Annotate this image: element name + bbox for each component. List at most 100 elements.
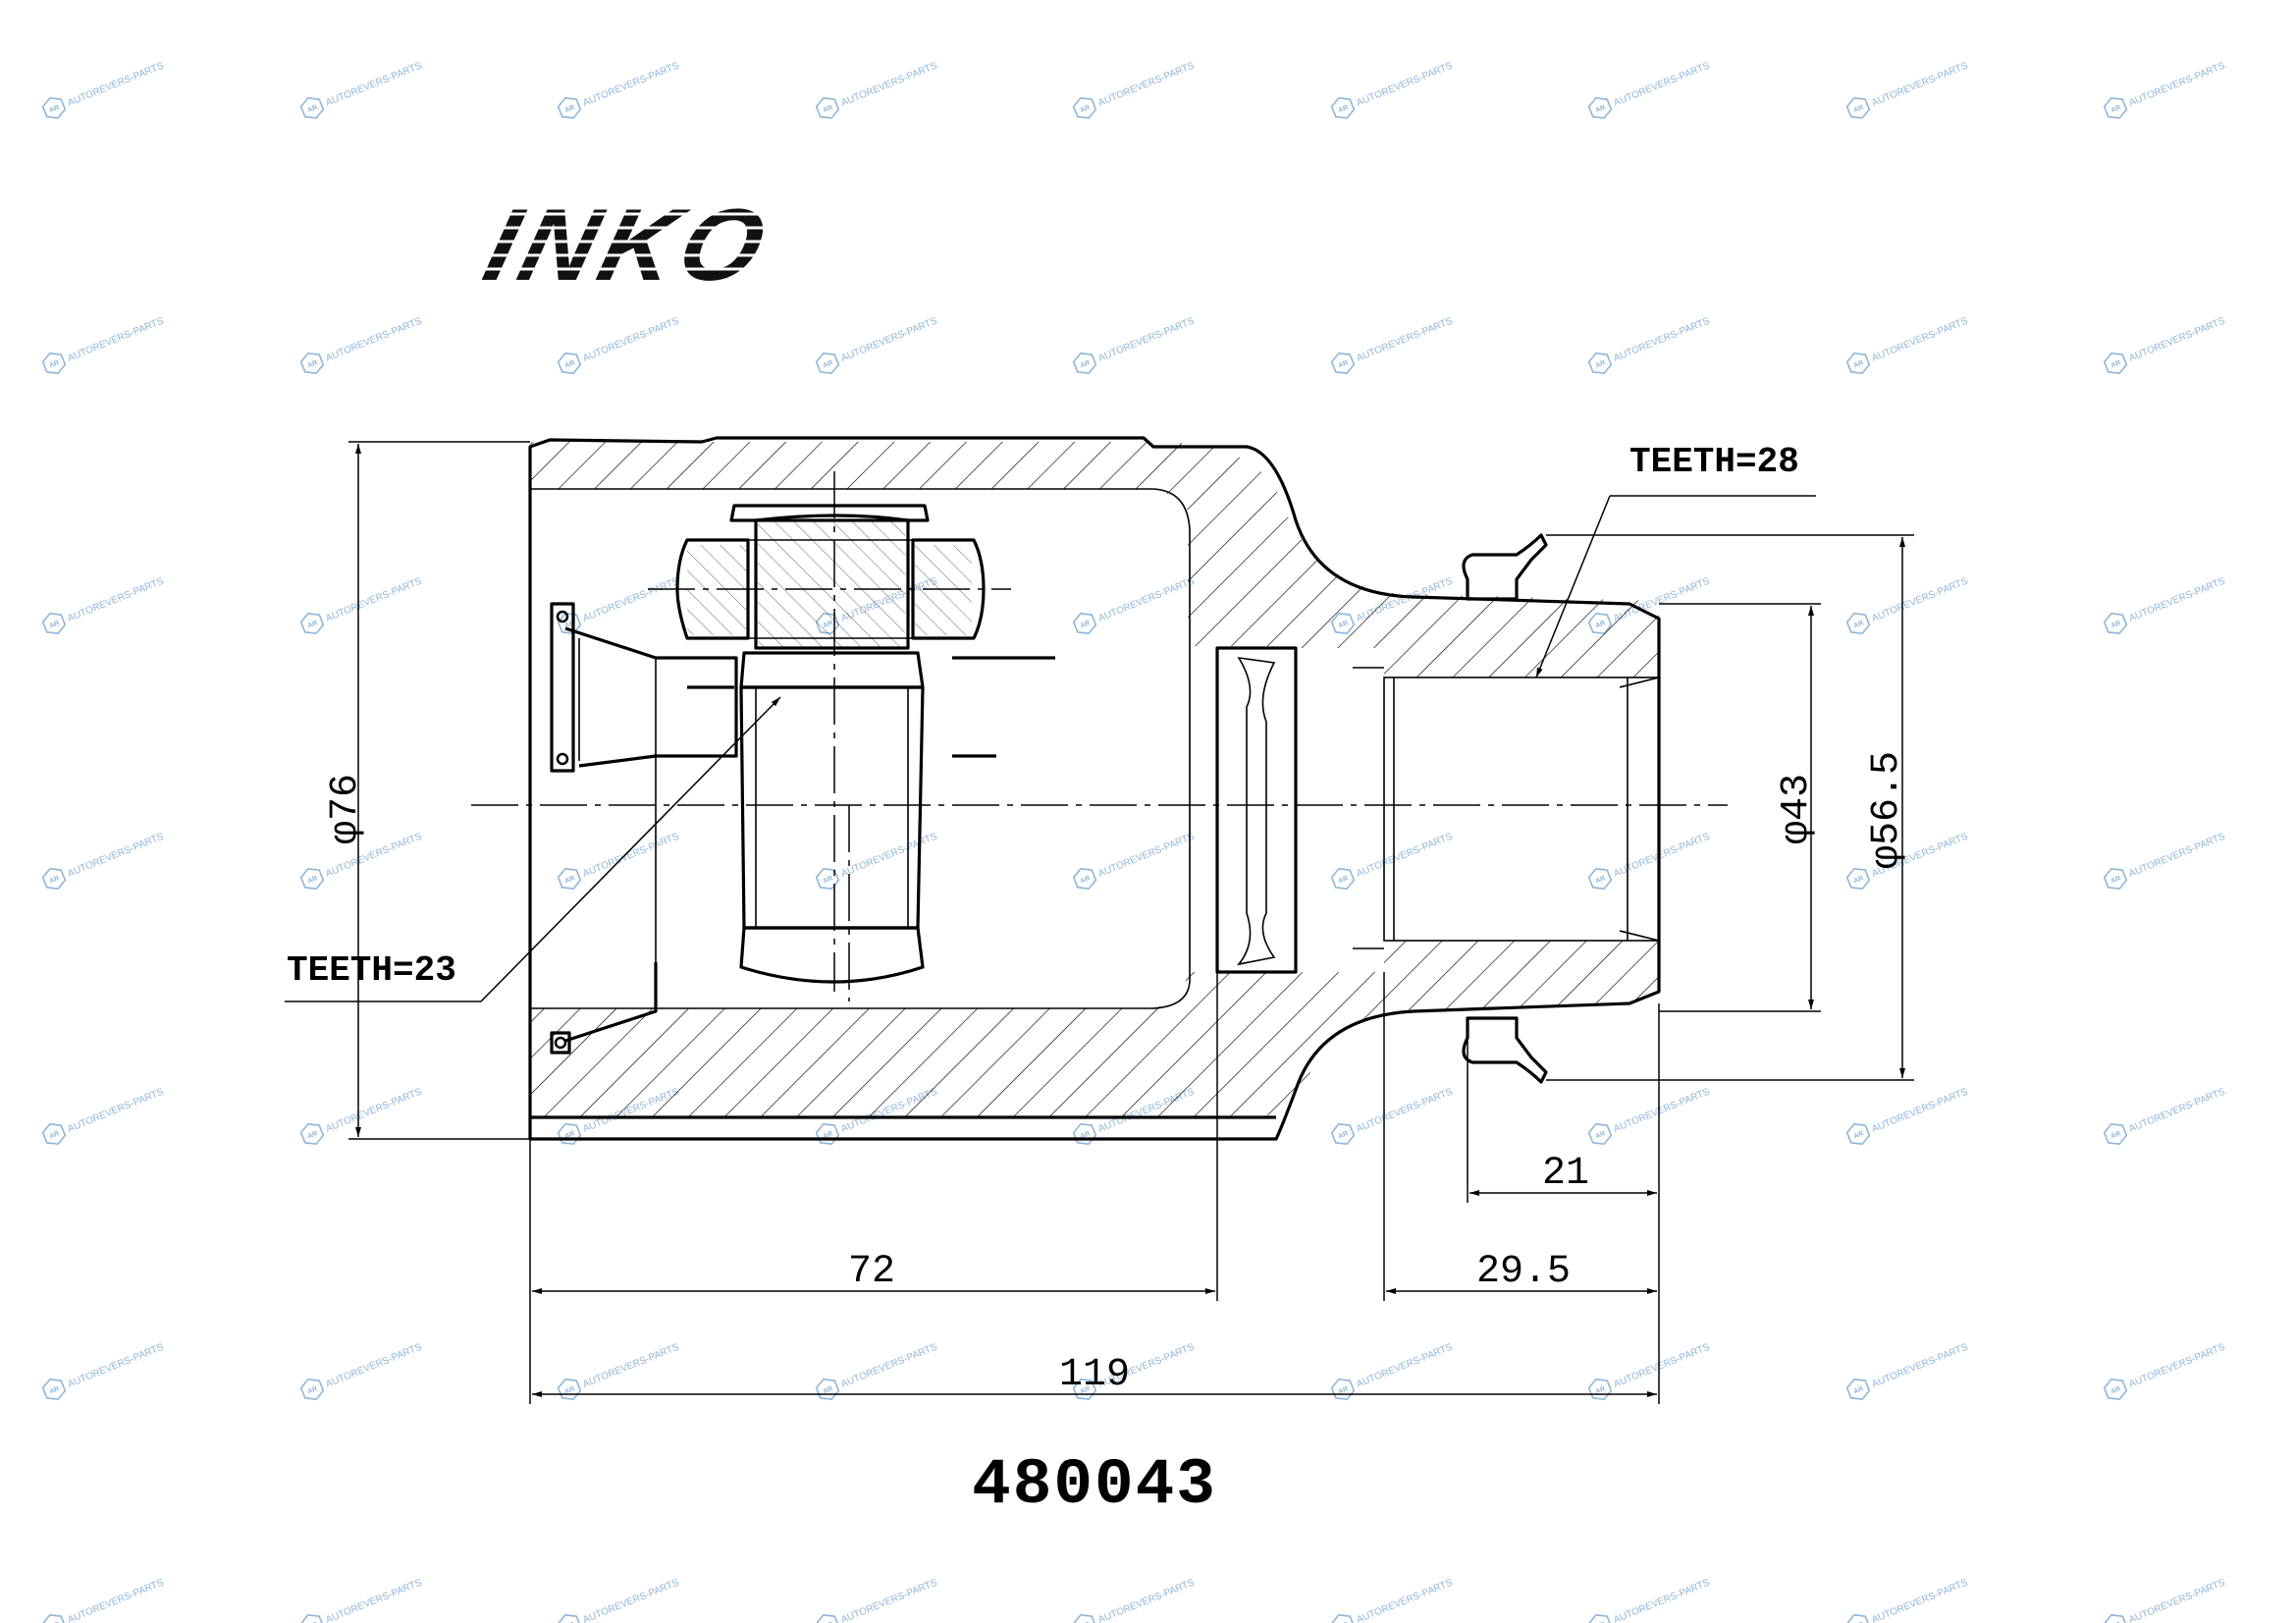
watermark-logo-icon [1072,1378,1097,1401]
watermark-text: AUTOREVERS-PARTS [1355,60,1454,108]
watermark-stamp: AR AUTOREVERS-PARTS [2103,1577,2227,1623]
watermark-text: AUTOREVERS-PARTS [2127,1577,2226,1623]
watermark-text: AUTOREVERS-PARTS [1612,315,1711,363]
label-teeth-23: TEETH=23 [287,950,456,991]
watermark-logo-icon [2103,96,2128,120]
watermark-logo-text: AR [1338,359,1350,369]
watermark-text: AUTOREVERS-PARTS [1096,831,1196,879]
brand-logo: INKO [461,188,844,302]
watermark-logo-icon [1330,867,1356,891]
watermark-logo-text: AR [1080,1385,1092,1395]
watermark-text: AUTOREVERS-PARTS [581,315,680,363]
watermark-text: AUTOREVERS-PARTS [324,575,423,623]
watermark-logo-text: AR [823,875,834,885]
watermark-logo-icon [557,1613,582,1623]
watermark-text: AUTOREVERS-PARTS [324,60,423,108]
watermark-text: AUTOREVERS-PARTS [581,60,680,108]
watermark-logo-text: AR [1338,1385,1350,1395]
watermark-logo-text: AR [1080,1621,1092,1623]
watermark-logo-text: AR [49,875,61,885]
watermark-text: AUTOREVERS-PARTS [1355,1086,1454,1134]
watermark-logo-icon [1072,612,1097,635]
watermark-logo-text: AR [1853,1621,1865,1623]
watermark-logo-icon [1587,1613,1613,1623]
watermark-text: AUTOREVERS-PARTS [839,60,938,108]
watermark-logo-icon [2103,352,2128,375]
watermark-text: AUTOREVERS-PARTS [66,1577,165,1623]
watermark-logo-icon [557,1378,582,1401]
watermark-logo-icon [299,612,325,635]
watermark-text: AUTOREVERS-PARTS [2127,1086,2226,1134]
watermark-logo-text: AR [49,104,61,114]
watermark-text: AUTOREVERS-PARTS [2127,831,2226,879]
watermark-logo-text: AR [307,359,319,369]
watermark-logo-icon [1845,1378,1871,1401]
watermark-logo-text: AR [1338,1621,1350,1623]
watermark-logo-icon [815,96,840,120]
watermark-text: AUTOREVERS-PARTS [66,575,165,623]
watermark-logo-text: AR [1595,1130,1607,1140]
watermark-logo-icon [41,867,67,891]
spline-bore [1383,676,1660,942]
watermark-text: AUTOREVERS-PARTS [839,315,938,363]
watermark-text: AUTOREVERS-PARTS [839,831,938,879]
watermark-logo-icon [1845,96,1871,120]
watermark-text: AUTOREVERS-PARTS [1612,60,1711,108]
watermark-text: AUTOREVERS-PARTS [1612,1341,1711,1389]
watermark-logo-icon [557,867,582,891]
joint-housing [528,436,1661,1141]
watermark-logo-icon [41,1378,67,1401]
watermark-logo-text: AR [1080,104,1092,114]
watermark-text: AUTOREVERS-PARTS [581,575,680,623]
watermark-logo-icon [299,1122,325,1146]
watermark-text: AUTOREVERS-PARTS [324,1577,423,1623]
watermark-text: AUTOREVERS-PARTS [66,1086,165,1134]
watermark-logo-icon [2103,1122,2128,1146]
watermark-logo-text: AR [823,1130,834,1140]
dim-outer-diameter: φ76 [324,774,368,844]
watermark-text: AUTOREVERS-PARTS [581,1341,680,1389]
watermark-logo-icon [815,1613,840,1623]
watermark-logo-text: AR [2110,620,2122,629]
dim-seal-diameter: φ56.5 [1865,751,1909,869]
watermark-stamp: AR AUTOREVERS-PARTS [1330,315,1455,375]
watermark-logo-icon [1330,1613,1356,1623]
watermark-logo-text: AR [1080,1130,1092,1140]
watermark-logo-text: AR [1595,104,1607,114]
watermark-logo-text: AR [307,620,319,629]
callouts: TEETH=28 TEETH=23 [285,442,1816,1002]
watermark-logo-icon [557,1122,582,1146]
watermark-logo-icon [1072,352,1097,375]
watermark-logo-text: AR [2110,104,2122,114]
watermark-logo-icon [1845,352,1871,375]
watermark-text: AUTOREVERS-PARTS [1355,1577,1454,1623]
watermark-logo-icon [1845,1613,1871,1623]
watermark-logo-icon [557,352,582,375]
watermark-logo-text: AR [2110,1621,2122,1623]
watermark-text: AUTOREVERS-PARTS [1355,315,1454,363]
watermark-logo-text: AR [1595,875,1607,885]
watermark-text: AUTOREVERS-PARTS [66,1341,165,1389]
watermark-logo-text: AR [823,104,834,114]
watermark-text: AUTOREVERS-PARTS [1096,575,1196,623]
watermark-logo-icon [41,612,67,635]
watermark-logo-icon [1587,96,1613,120]
dim-length-29-5: 29.5 [1476,1250,1571,1294]
watermark-text: AUTOREVERS-PARTS [1612,1086,1711,1134]
